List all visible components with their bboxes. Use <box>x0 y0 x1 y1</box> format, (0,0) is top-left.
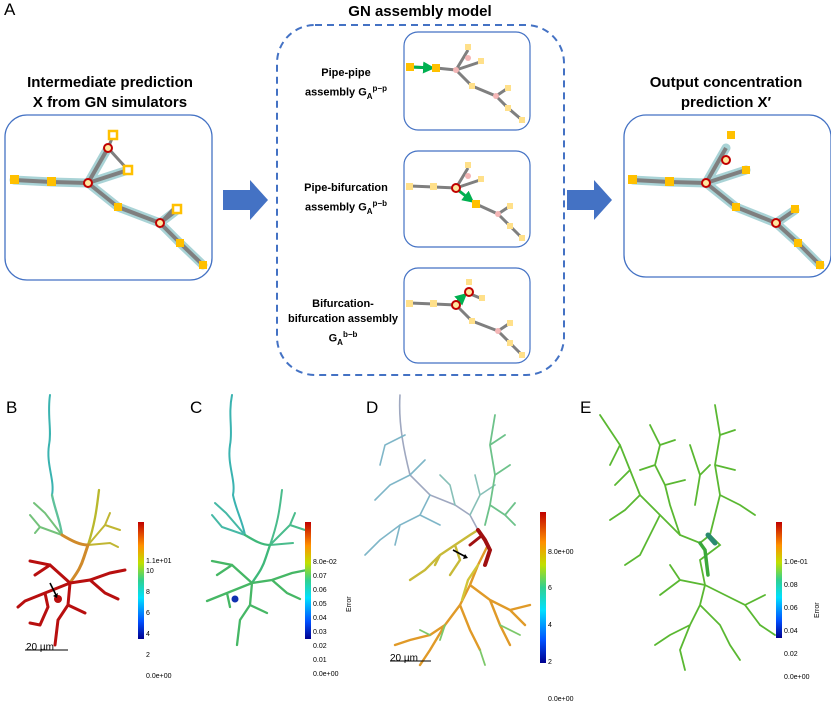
panel-c-colorbar-label: Error <box>346 596 353 612</box>
panel-b-colorbar <box>138 522 144 639</box>
input-graph <box>9 129 208 270</box>
flow-arrow-left <box>223 180 268 220</box>
panel-c-letter: C <box>190 398 203 417</box>
output-label-line2: prediction X′ <box>680 94 772 111</box>
panel-d-tick: 4 <box>548 622 552 629</box>
panel-d-colorbar-ticks: 8.0e+00 6 4 2 0.0e+00 <box>548 549 598 703</box>
panel-d-colorbar <box>540 512 546 663</box>
assembly-graph-2 <box>406 162 525 241</box>
panel-e-tick: 0.06 <box>784 605 798 612</box>
panel-e-colorbar-ticks: 1.0e-01 0.08 0.06 0.04 0.02 0.0e+00 <box>784 559 829 681</box>
panel-d-tick: 2 <box>548 659 552 666</box>
panel-c-tick: 0.07 <box>313 573 327 580</box>
panel-b-tick: 6 <box>146 610 150 617</box>
panel-d-scale-label: 20 µm <box>390 653 418 664</box>
panel-c-tick: 0.03 <box>313 629 327 636</box>
panel-c-tree <box>205 394 309 647</box>
assembly-label-3-line1: Bifurcation- <box>312 298 374 310</box>
panel-d-tick: 0.0e+00 <box>548 696 574 703</box>
panel-b-letter: B <box>6 398 18 417</box>
assembly-label-2-line1: Pipe-bifurcation <box>304 182 388 194</box>
panel-d-pointer-arrow <box>452 549 467 558</box>
panel-e-colorbar-label: Error <box>814 602 821 618</box>
panel-b-tick: 4 <box>146 631 150 638</box>
input-label-line2: X from GN simulators <box>32 94 188 111</box>
output-label-line1: Output concentration <box>649 74 803 91</box>
panel-e-tick: 0.0e+00 <box>784 674 810 681</box>
panel-a-svg <box>4 24 831 376</box>
panel-e-tick: 1.0e-01 <box>784 559 808 566</box>
input-label-line1: Intermediate prediction <box>27 74 193 91</box>
assembly-model-title: GN assembly model <box>348 3 492 20</box>
panel-d-tree <box>364 394 532 667</box>
panel-a-letter: A <box>4 0 16 19</box>
panel-e-tick: 0.08 <box>784 582 798 589</box>
assembly-graph-1 <box>406 44 525 123</box>
assembly-label-1-line2: assembly GAp−p <box>305 84 387 101</box>
panel-e-tick: 0.02 <box>784 651 798 658</box>
panel-c-tick: 0.0e+00 <box>313 671 339 678</box>
panel-c-colorbar <box>305 522 311 639</box>
panel-c-tick: 0.04 <box>313 615 327 622</box>
assembly-label-pipe-pipe: Pipe-pipe assembly GAp−p <box>290 66 402 104</box>
panel-c-tick: 0.05 <box>313 601 327 608</box>
panel-c-tick: 0.02 <box>313 643 327 650</box>
panel-c-colorbar-ticks: 8.0e-02 0.07 0.06 0.05 0.04 0.03 0.02 0.… <box>313 559 363 678</box>
assembly-label-3-line2: bifurcation assembly <box>287 313 399 325</box>
input-label: Intermediate prediction X from GN simula… <box>10 73 210 113</box>
lower-panels-svg <box>16 394 782 671</box>
assembly-label-3-line3: GAb−b <box>328 330 358 347</box>
panel-e-letter: E <box>580 398 592 417</box>
panel-b-tick: 10 <box>146 568 154 575</box>
panel-d-letter: D <box>366 398 379 417</box>
panel-c-tick: 8.0e-02 <box>313 559 337 566</box>
panel-b-tree <box>16 394 127 647</box>
assembly-label-pipe-bifurcation: Pipe-bifurcation assembly GAp−b <box>290 181 402 219</box>
panel-e-tick: 0.04 <box>784 628 798 635</box>
panel-b-tick: 8 <box>146 589 150 596</box>
assembly-graph-3 <box>406 279 525 358</box>
output-graph <box>628 131 825 270</box>
panel-c-tick: 0.01 <box>313 657 327 664</box>
assembly-container <box>276 24 565 376</box>
output-label: Output concentration prediction X′ <box>626 73 826 113</box>
panel-b-tick: 2 <box>146 652 150 659</box>
flow-arrow-right <box>567 180 612 220</box>
panel-b-pointer-arrow <box>49 582 57 596</box>
panel-d-tick: 8.0e+00 <box>548 549 574 556</box>
assembly-label-1-line1: Pipe-pipe <box>321 67 371 79</box>
panel-d-tick: 6 <box>548 585 552 592</box>
panel-e-tree <box>599 404 776 671</box>
assembly-label-bifurcation-bifurcation: Bifurcation- bifurcation assembly GAb−b <box>283 297 403 350</box>
panel-e-colorbar <box>776 522 782 638</box>
panel-b-colorbar-ticks: 1.1e+01 10 8 6 4 2 0.0e+00 <box>146 558 196 680</box>
panel-c-tick: 0.06 <box>313 587 327 594</box>
panel-b-tick: 1.1e+01 <box>146 558 172 565</box>
panel-b-scale-label: 20 µm <box>26 642 54 653</box>
assembly-label-2-line2: assembly GAp−b <box>305 199 387 216</box>
